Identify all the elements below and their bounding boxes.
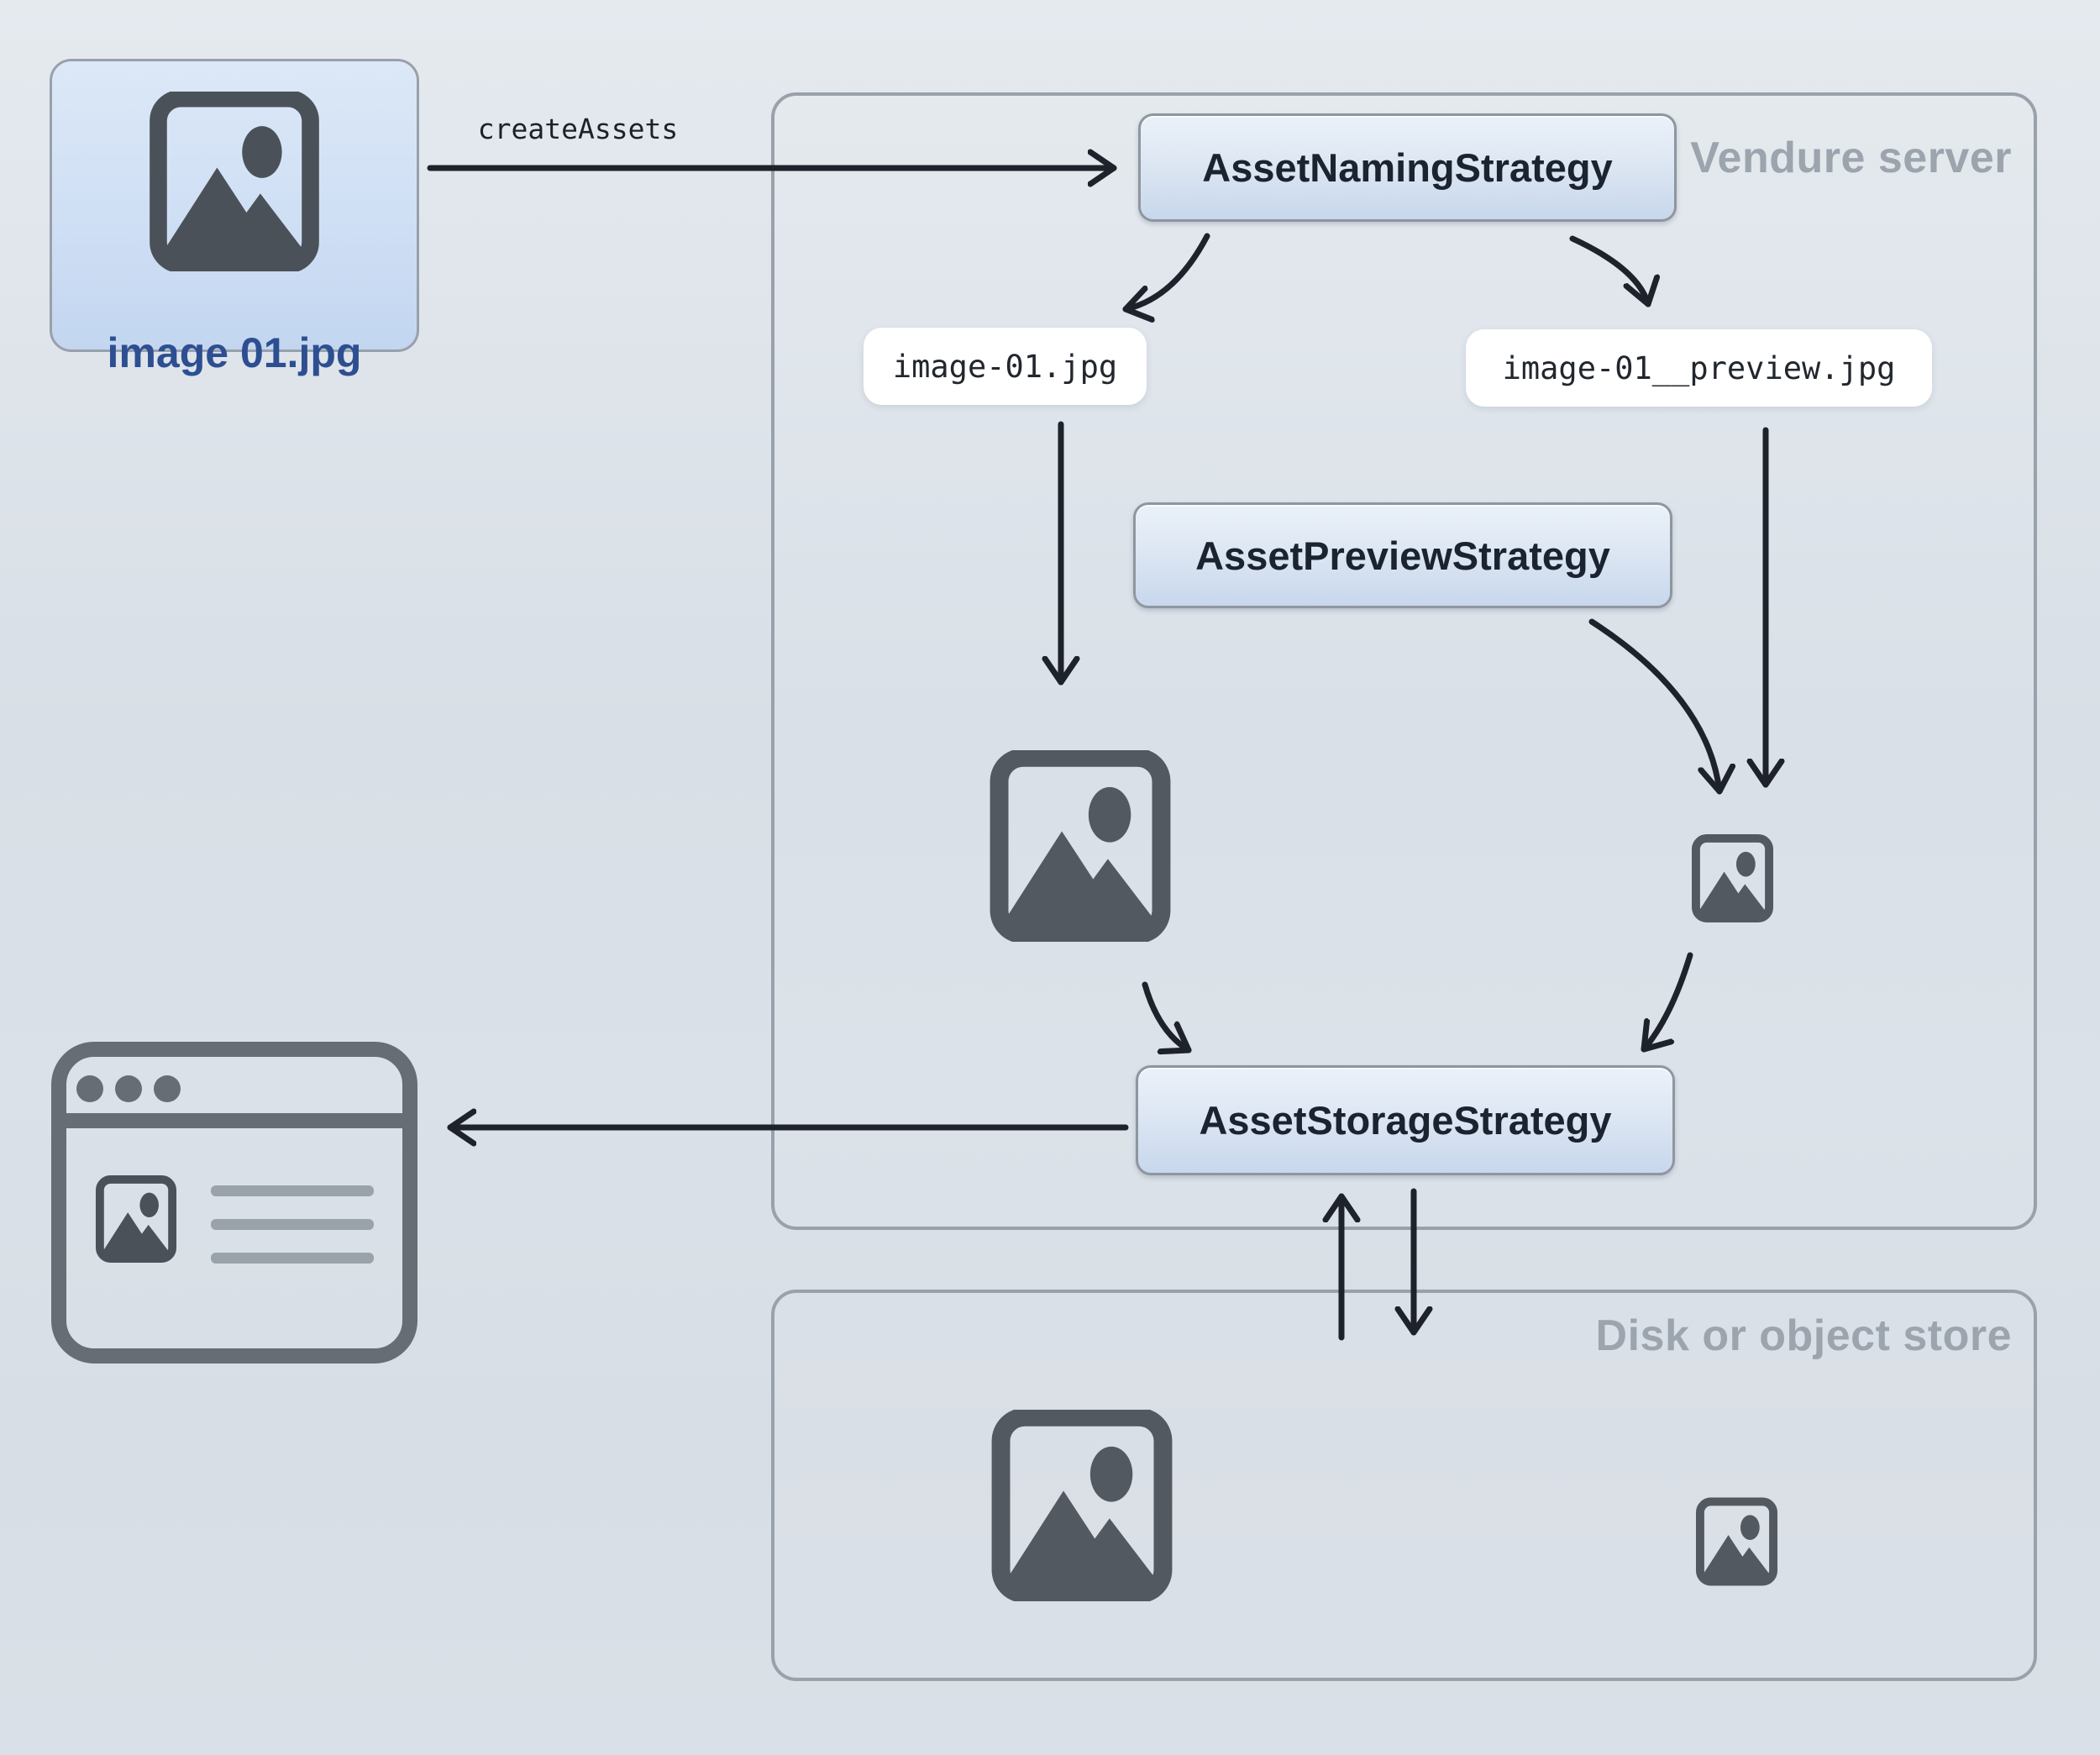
source-file-label: image 01.jpg — [107, 329, 362, 376]
disk-store-label: Disk or object store — [1595, 1311, 2012, 1360]
create-assets-edge-label: createAssets — [477, 113, 679, 145]
asset-naming-strategy-label: AssetNamingStrategy — [1202, 145, 1613, 190]
vendure-server-label: Vendure server — [1690, 134, 2012, 182]
asset-storage-strategy-box: AssetStorageStrategy — [1136, 1065, 1675, 1175]
asset-preview-strategy-label: AssetPreviewStrategy — [1195, 533, 1610, 578]
image-icon — [148, 92, 321, 271]
preview-filename-text: image-01__preview.jpg — [1502, 349, 1896, 386]
asset-naming-strategy-box: AssetNamingStrategy — [1138, 113, 1677, 222]
browser-window-icon — [51, 1042, 417, 1364]
disk-store-container — [771, 1290, 2037, 1681]
source-file-node: image 01.jpg — [50, 59, 419, 376]
preview-filename-pill: image-01__preview.jpg — [1466, 329, 1932, 407]
original-filename-pill: image-01.jpg — [864, 328, 1147, 405]
asset-storage-strategy-label: AssetStorageStrategy — [1199, 1098, 1612, 1143]
asset-preview-strategy-box: AssetPreviewStrategy — [1133, 502, 1672, 608]
original-filename-text: image-01.jpg — [892, 348, 1118, 385]
vendure-server-container — [771, 92, 2037, 1230]
